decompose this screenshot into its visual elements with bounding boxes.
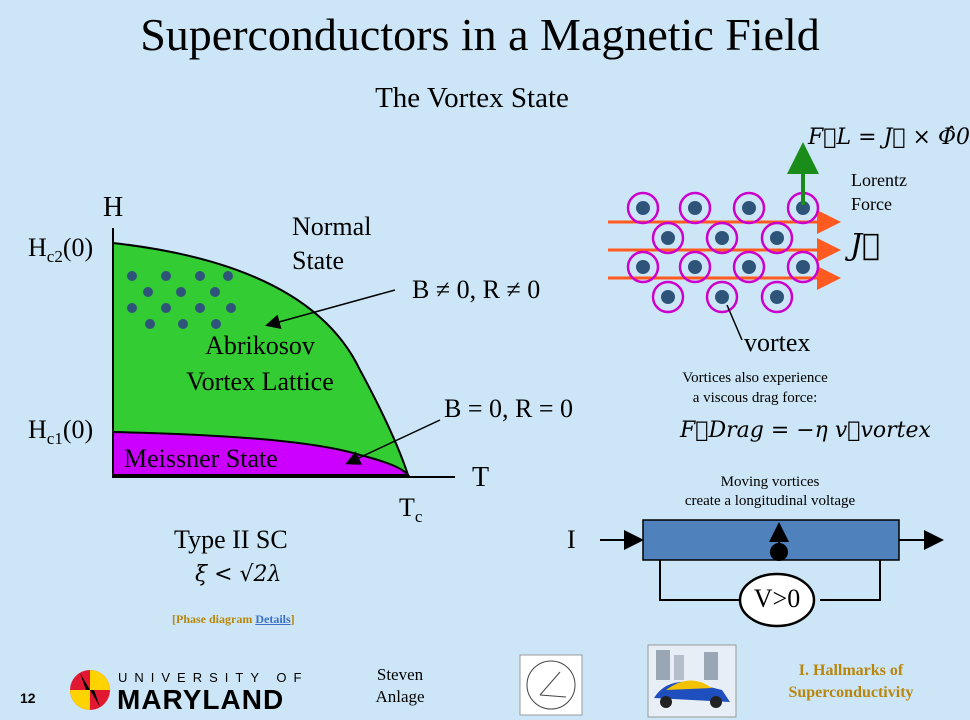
university-name: MARYLAND [117, 684, 285, 715]
tc-label: Tc [399, 493, 423, 527]
drag-formula: F⃗Drag = −η v⃗vortex [680, 418, 931, 443]
vortex-pointer [726, 304, 743, 341]
vortex-label: vortex [744, 328, 811, 357]
voltmeter [738, 572, 816, 628]
details-link[interactable]: Details [255, 612, 291, 626]
normal-state-label: Normal State [292, 212, 372, 275]
hc2-label: Hc2(0) [28, 233, 94, 267]
lattice-dots [127, 271, 236, 329]
t-axis-label: T [472, 462, 490, 493]
type-ii-label: Type II SC [174, 525, 288, 554]
author-name: Steven Anlage [375, 665, 425, 706]
voltmeter-label: V>0 [753, 584, 801, 613]
vortex-core-marker [770, 543, 788, 561]
voltmeter-wires [659, 560, 881, 601]
slide-subtitle: The Vortex State [375, 82, 569, 114]
maryland-flag-icon [70, 670, 110, 710]
meissner-condition-label: B = 0, R = 0 [444, 394, 574, 423]
mixed-pointer [265, 289, 396, 330]
section-title: I. Hallmarks of Superconductivity [788, 662, 914, 701]
current-density-label: J⃗ [850, 228, 881, 263]
meissner-state-region [112, 430, 411, 476]
vortex-grid [626, 191, 820, 314]
voltage-description: Moving vortices create a longitudinal vo… [684, 474, 856, 509]
asc-conference-logo [519, 654, 583, 716]
lorentz-force-label: Lorentz Force [851, 170, 907, 214]
race-car-image [647, 644, 737, 718]
meissner-state-label: Meissner State [124, 444, 278, 473]
mixed-condition-label: B ≠ 0, R ≠ 0 [412, 275, 541, 304]
university-top-text: UNIVERSITY OF [118, 670, 309, 685]
abrikosov-label: Abrikosov Vortex Lattice [186, 331, 334, 396]
current-i-label: I [567, 525, 576, 554]
coherence-criterion: ξ < √2λ [195, 562, 282, 587]
mixed-state-region [112, 241, 410, 476]
slide-title: Superconductors in a Magnetic Field [140, 9, 820, 60]
h-axis-label: H [103, 192, 124, 223]
page-number: 12 [20, 690, 36, 706]
details-note: [Phase diagram Details] [172, 612, 295, 626]
hc1-label: Hc1(0) [28, 415, 94, 449]
lorentz-formula: F⃗L = J⃗ × Φ̂0 [808, 125, 970, 150]
drag-description: Vortices also experience a viscous drag … [682, 370, 828, 406]
meissner-pointer [345, 419, 441, 465]
